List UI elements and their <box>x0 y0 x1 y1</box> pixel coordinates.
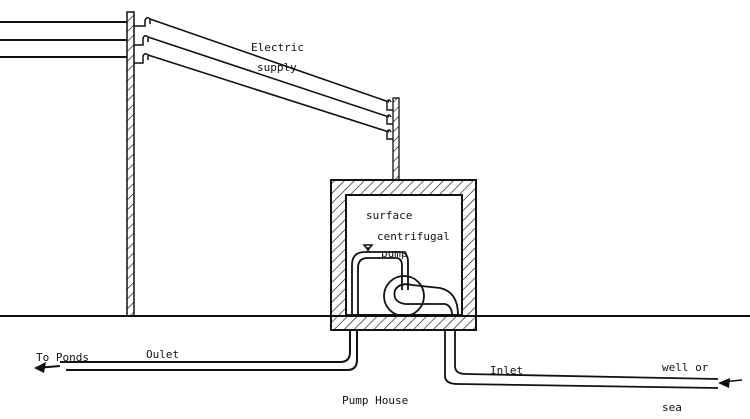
source-label-line2: sea <box>662 401 682 414</box>
main-utility-pole <box>0 11 151 317</box>
supply-label: supply <box>257 61 297 74</box>
service-pole <box>386 97 400 181</box>
inlet-label: Inlet <box>490 364 523 377</box>
electric-label: Electric <box>251 41 304 54</box>
arrow-left-icon <box>718 378 743 388</box>
pump-label-centrifugal: centrifugal <box>377 230 450 243</box>
centrifugal-pump <box>351 244 459 317</box>
source-label-line1: well or <box>662 361 709 374</box>
outlet-pipe <box>34 330 358 373</box>
pump-label-surface: surface <box>366 209 412 222</box>
inlet-pipe <box>444 330 743 389</box>
insulator-icon <box>386 99 393 140</box>
outlet-label: Oulet <box>146 348 179 361</box>
insulator-icon <box>134 16 151 64</box>
to-ponds-label: To Ponds <box>36 351 89 364</box>
pump-house <box>330 179 477 331</box>
arrow-left-icon <box>34 362 61 373</box>
pump-house-title: Pump House <box>342 394 408 407</box>
electric-supply-wires <box>147 18 390 133</box>
pump-label-pump: pump <box>381 247 408 260</box>
